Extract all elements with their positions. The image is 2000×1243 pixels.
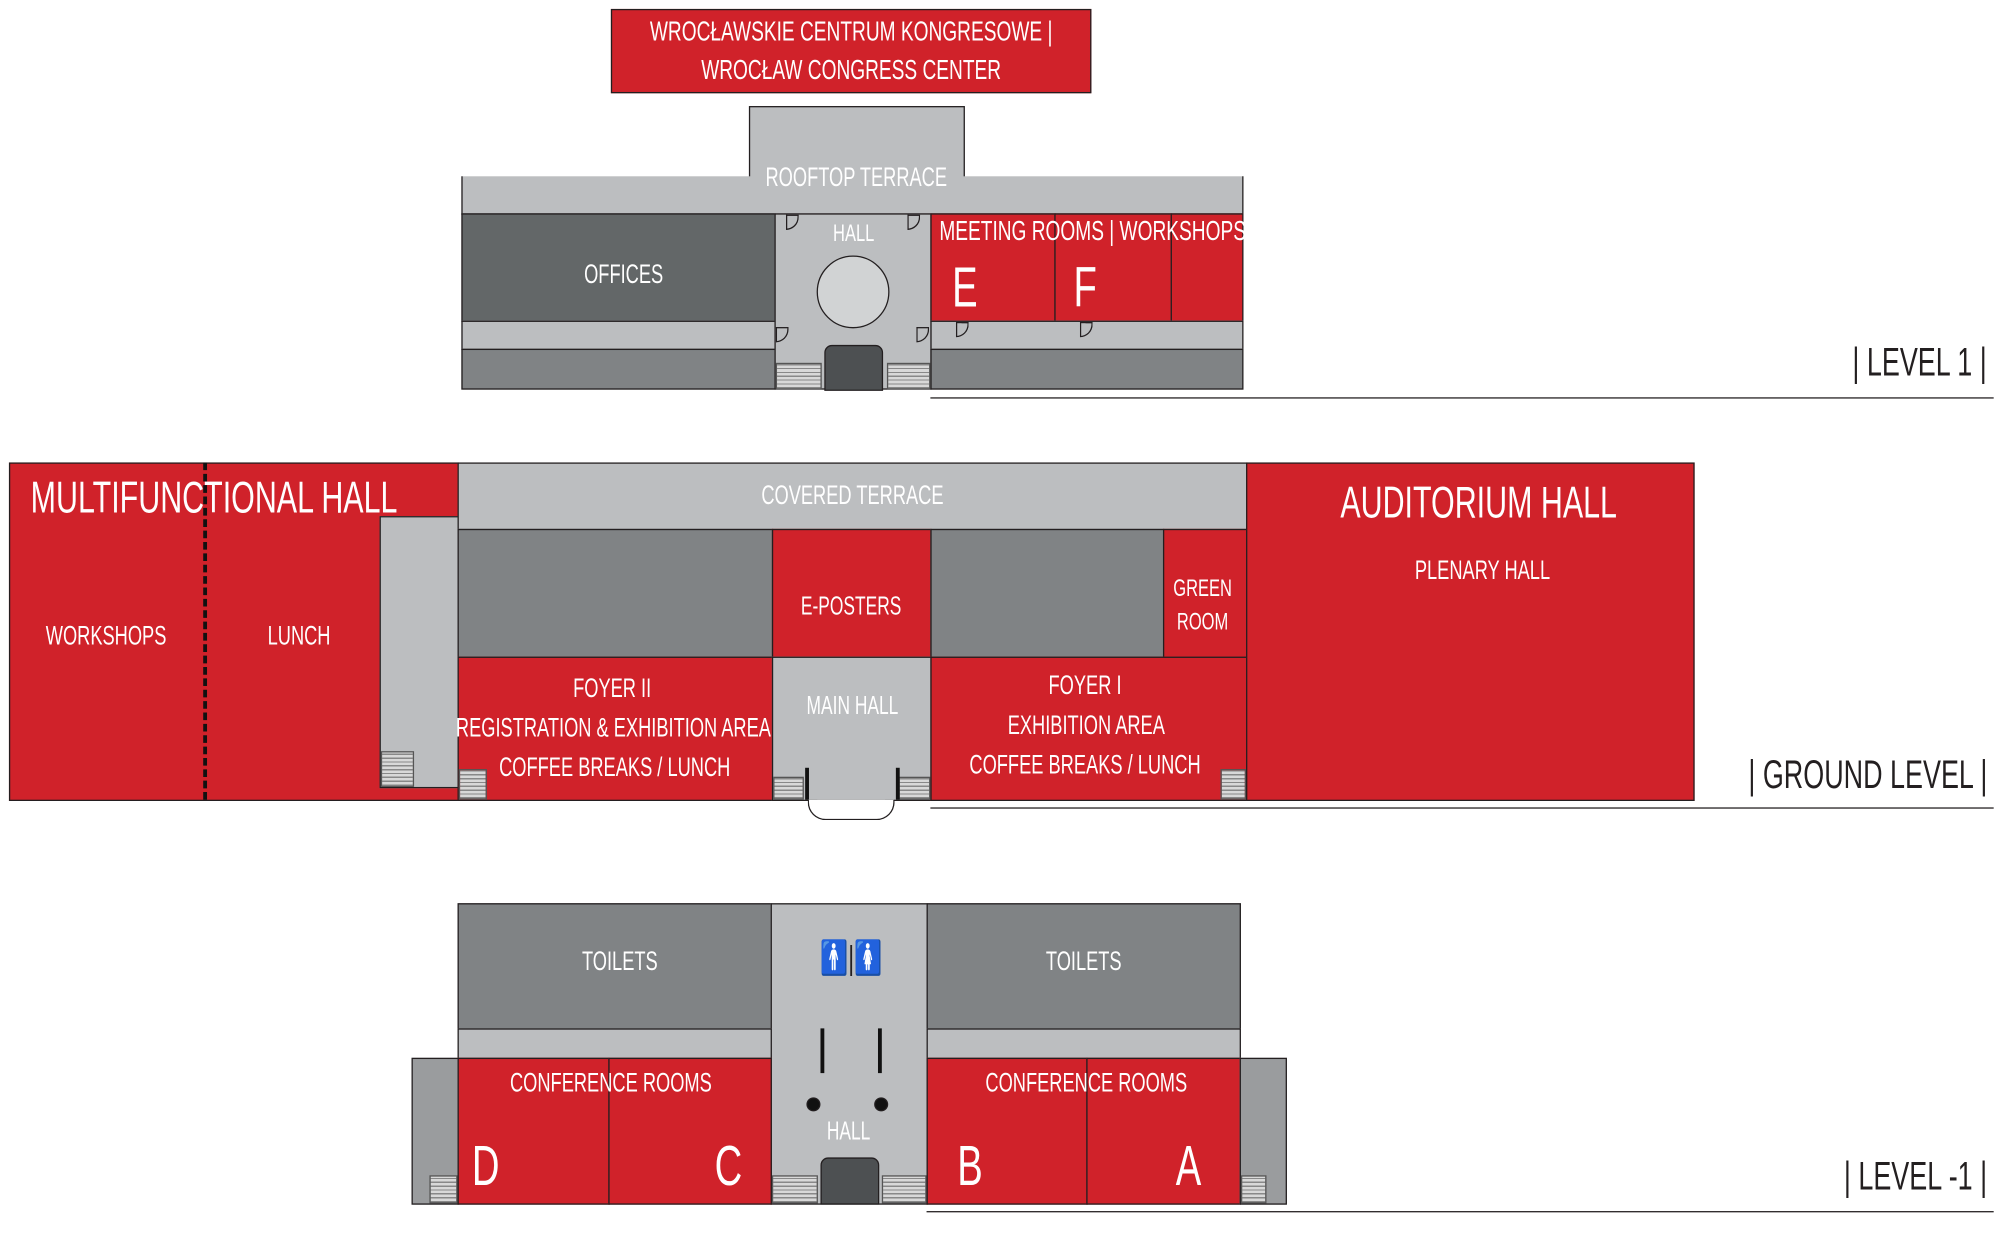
level-1-divider	[930, 397, 1994, 399]
foyer-i-line3: COFFEE BREAKS / LUNCH	[969, 750, 1201, 780]
conference-room-a[interactable]	[1086, 1057, 1241, 1205]
room-b-label: B	[957, 1135, 983, 1198]
covered-terrace-label: COVERED TERRACE	[761, 480, 944, 511]
level-minus1-hall-label: HALL	[826, 1117, 871, 1146]
foyer-ii-line3: COFFEE BREAKS / LUNCH	[499, 752, 731, 783]
corridor-left	[461, 320, 776, 351]
railing	[877, 1028, 882, 1074]
room-d-label: D	[471, 1135, 500, 1198]
railing	[895, 767, 900, 800]
restroom-icon: 🚹|🚺	[820, 938, 883, 977]
elevator	[820, 1157, 880, 1205]
service-room-right	[930, 528, 1165, 658]
stairs-icon	[429, 1175, 458, 1204]
corridor-left	[457, 1028, 772, 1060]
toilets-right[interactable]	[926, 903, 1241, 1030]
plenary-hall-label: PLENARY HALL	[1414, 556, 1551, 586]
meeting-room-3[interactable]	[1170, 213, 1244, 322]
ground-level-divider	[930, 807, 1994, 809]
rooftop-terrace-label: ROOFTOP TERRACE	[765, 162, 948, 193]
partition-line	[203, 462, 208, 800]
level-minus-1-divider	[926, 1211, 1994, 1213]
hall-column	[816, 255, 890, 329]
workshops-label: WORKSHOPS	[45, 621, 167, 651]
auditorium-hall-label: AUDITORIUM HALL	[1340, 477, 1617, 528]
conference-rooms-left-label: CONFERENCE ROOMS	[509, 1068, 712, 1098]
foyer-i[interactable]	[930, 656, 1248, 801]
main-hall-label: MAIN HALL	[806, 692, 899, 721]
green-room-label-2: ROOM	[1176, 608, 1229, 636]
main-entrance-door[interactable]	[807, 799, 895, 821]
offices-label: OFFICES	[584, 259, 664, 290]
conference-room-d[interactable]	[457, 1057, 610, 1205]
green-room-label-1: GREEN	[1173, 575, 1232, 603]
railing	[820, 1028, 824, 1074]
meeting-room-e[interactable]	[930, 213, 1056, 322]
foyer-ii-line2: REGISTRATION & EXHIBITION AREA	[455, 713, 771, 743]
stairs-icon	[380, 751, 415, 787]
level-minus1-hall[interactable]	[770, 903, 928, 1205]
foyer-i-title: FOYER I	[1048, 671, 1122, 701]
room-f-label: F	[1073, 256, 1097, 320]
stairs-icon	[881, 1175, 927, 1204]
offices-room[interactable]	[461, 213, 776, 322]
rooftop-terrace[interactable]	[461, 176, 1244, 215]
auditorium-hall[interactable]	[1246, 462, 1695, 801]
toilets-left-label: TOILETS	[581, 947, 658, 977]
toilets-right-label: TOILETS	[1045, 947, 1122, 977]
foyer-ii[interactable]	[457, 656, 774, 801]
foyer-ii-title: FOYER II	[573, 673, 652, 704]
meeting-rooms-label: MEETING ROOMS | WORKSHOPS	[939, 214, 1246, 247]
column	[806, 1097, 821, 1112]
stairs-icon	[458, 769, 487, 800]
railing	[805, 767, 809, 800]
toilets-left[interactable]	[457, 903, 772, 1030]
stairs-icon	[1220, 769, 1247, 800]
banner-title-line1: WROCŁAWSKIE CENTRUM KONGRESOWE |	[649, 15, 1053, 48]
covered-terrace[interactable]	[457, 462, 1248, 531]
stair-corridor	[379, 516, 459, 789]
conference-room-c[interactable]	[608, 1057, 772, 1205]
conference-room-b[interactable]	[926, 1057, 1088, 1205]
stairs-icon	[775, 362, 822, 390]
multifunctional-hall-label: MULTIFUNCTIONAL HALL	[30, 472, 398, 523]
stairs-icon	[771, 1175, 818, 1204]
rooftop-joint	[751, 166, 963, 182]
room-e-label: E	[952, 256, 978, 320]
column	[874, 1097, 889, 1112]
stairs-icon	[1240, 1175, 1267, 1204]
level-minus-1-label: | LEVEL -1 |	[1844, 1153, 1988, 1199]
conference-rooms-right-label: CONFERENCE ROOMS	[985, 1068, 1188, 1098]
level-1-label: | LEVEL 1 |	[1852, 339, 1988, 385]
meeting-room-f[interactable]	[1054, 213, 1172, 322]
level1-hall-label: HALL	[833, 220, 875, 248]
elevator	[824, 344, 884, 391]
stairs-icon	[898, 776, 931, 800]
service-room-left	[457, 528, 774, 658]
foyer-i-line2: EXHIBITION AREA	[1007, 710, 1165, 741]
banner-title-line2: WROCŁAW CONGRESS CENTER	[701, 53, 1002, 86]
lower-block-right	[930, 348, 1244, 390]
ground-level-label: | GROUND LEVEL |	[1748, 752, 1988, 798]
e-posters-label: E-POSTERS	[800, 592, 902, 621]
corridor-right	[926, 1028, 1241, 1060]
room-c-label: C	[714, 1135, 743, 1198]
room-a-label: A	[1175, 1135, 1202, 1198]
stairs-icon	[773, 776, 804, 800]
stairs-icon	[886, 362, 931, 390]
lower-block-left	[461, 348, 776, 390]
title-banner	[610, 8, 1092, 94]
e-posters-room[interactable]	[771, 528, 932, 658]
lunch-label: LUNCH	[267, 621, 331, 651]
